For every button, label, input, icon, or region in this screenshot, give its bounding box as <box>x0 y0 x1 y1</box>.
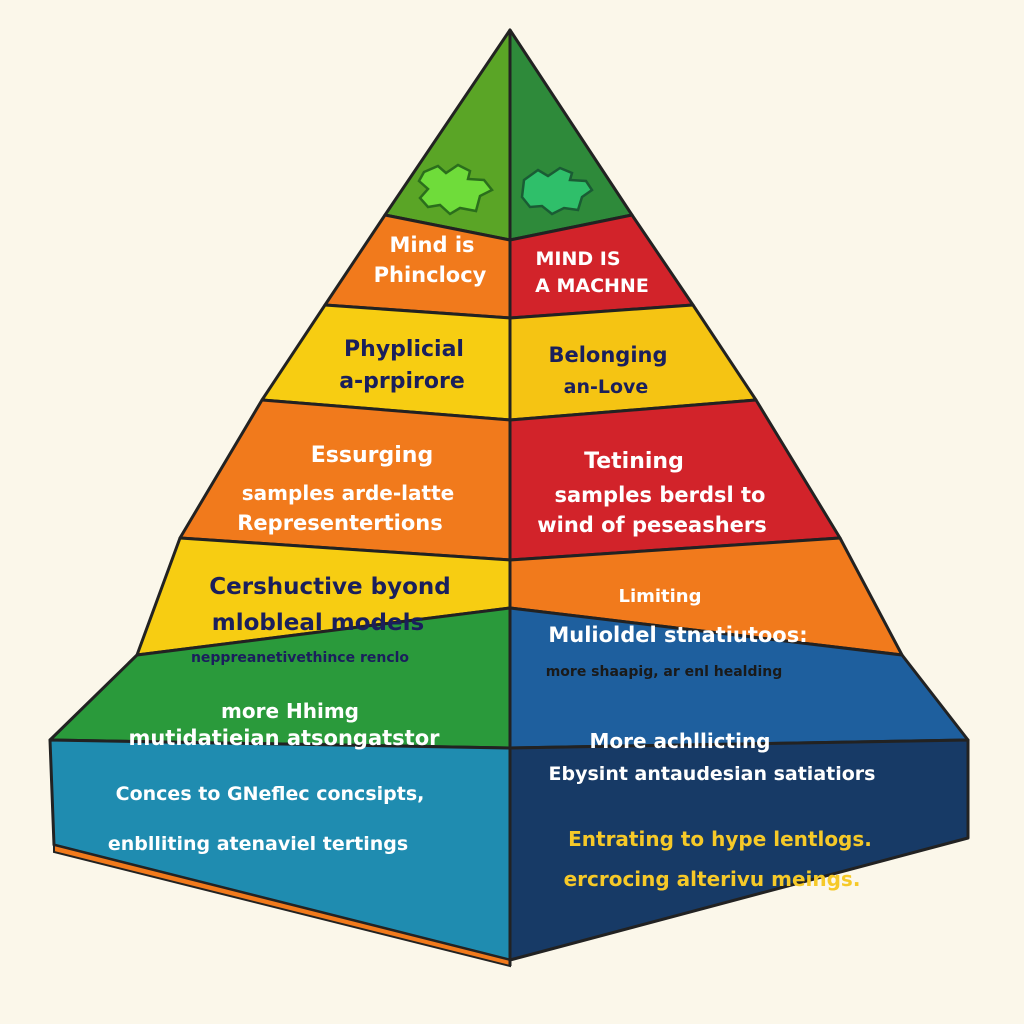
right-tier-1-line-1: MIND IS <box>535 248 620 270</box>
left-tier-3-line-1: Essurging <box>311 443 433 468</box>
tier-3-left <box>180 400 510 560</box>
left-tier-6-line-1: Conces to GNeflec concsipts, <box>116 783 425 805</box>
right-tier-2-line-2: an-Love <box>564 376 649 398</box>
right-tier-4-line-1: Limiting <box>618 586 701 607</box>
left-tier-4-line-2: mlobleal models <box>212 610 424 636</box>
right-tier-3-line-1: Tetining <box>584 449 684 474</box>
right-tier-5-line-1: More achllicting <box>589 729 770 753</box>
left-tier-3-line-2: samples arde-latte <box>242 481 454 505</box>
left-tier-2-line-2: a-prpirore <box>339 369 465 394</box>
right-tier-5-line-2: Ebysint antaudesian satiatiors <box>549 763 876 785</box>
right-tier-3-line-3: wind of peseashers <box>537 513 767 537</box>
right-tier-6-line-2: ercrocing alterivu meings. <box>564 867 861 891</box>
right-tier-2-line-1: Belonging <box>548 343 667 367</box>
left-tier-4-line-3: neppreanetivethince renclo <box>191 650 409 666</box>
left-tier-5-line-2: mutidatieian atsongatstor <box>128 726 440 750</box>
left-tier-1-line-1: Mind is <box>389 233 474 257</box>
left-tier-2-line-1: Phyplicial <box>344 337 464 362</box>
right-tier-4-line-3: more shaapig, ar enl healding <box>546 664 783 680</box>
left-tier-4-line-1: Cershuctive byond <box>209 574 450 600</box>
right-tier-4-line-2: Mulioldel stnatiutoos: <box>548 623 807 647</box>
left-tier-5-line-1: more Hhimg <box>221 699 359 723</box>
left-tier-6-line-2: enblliting atenaviel tertings <box>108 833 408 855</box>
right-tier-6-line-1: Entrating to hype lentlogs. <box>568 827 872 851</box>
left-tier-3-line-3: Representertions <box>237 511 443 535</box>
right-tier-1-line-2: A MACHNE <box>535 275 649 297</box>
right-tier-3-line-2: samples berdsl to <box>555 483 766 507</box>
left-tier-1-line-2: Phinclocy <box>374 263 487 287</box>
